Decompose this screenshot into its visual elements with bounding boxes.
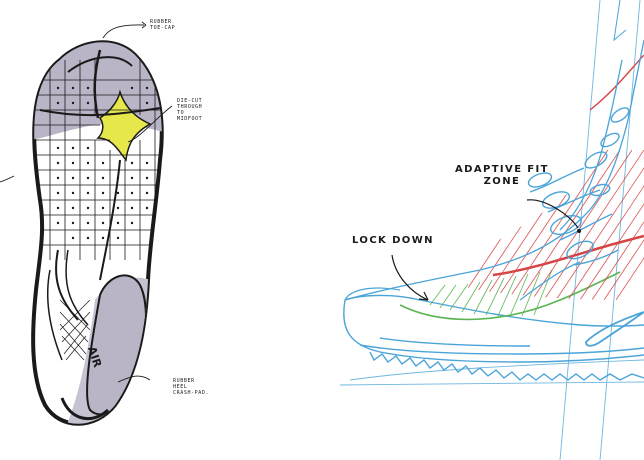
side-view-sketch (339, 0, 644, 460)
outsole-sketch: AIR (0, 21, 173, 426)
label-lock-down: LOCK DOWN (352, 235, 434, 246)
label-adaptive-fit-zone: ADAPTIVE FIT ZONE (455, 164, 549, 187)
callout-rubber-toe-cap: RUBBER TOE-CAP (150, 19, 176, 31)
air-logo-text: AIR (85, 345, 104, 370)
callout-die-cut: DIE-CUT THROUGH TO MIDFOOT (177, 98, 203, 122)
swoosh-icon (585, 311, 644, 347)
callout-rubber-heel-crash-pad: RUBBER HEEL CRASH-PAD. (173, 378, 210, 396)
